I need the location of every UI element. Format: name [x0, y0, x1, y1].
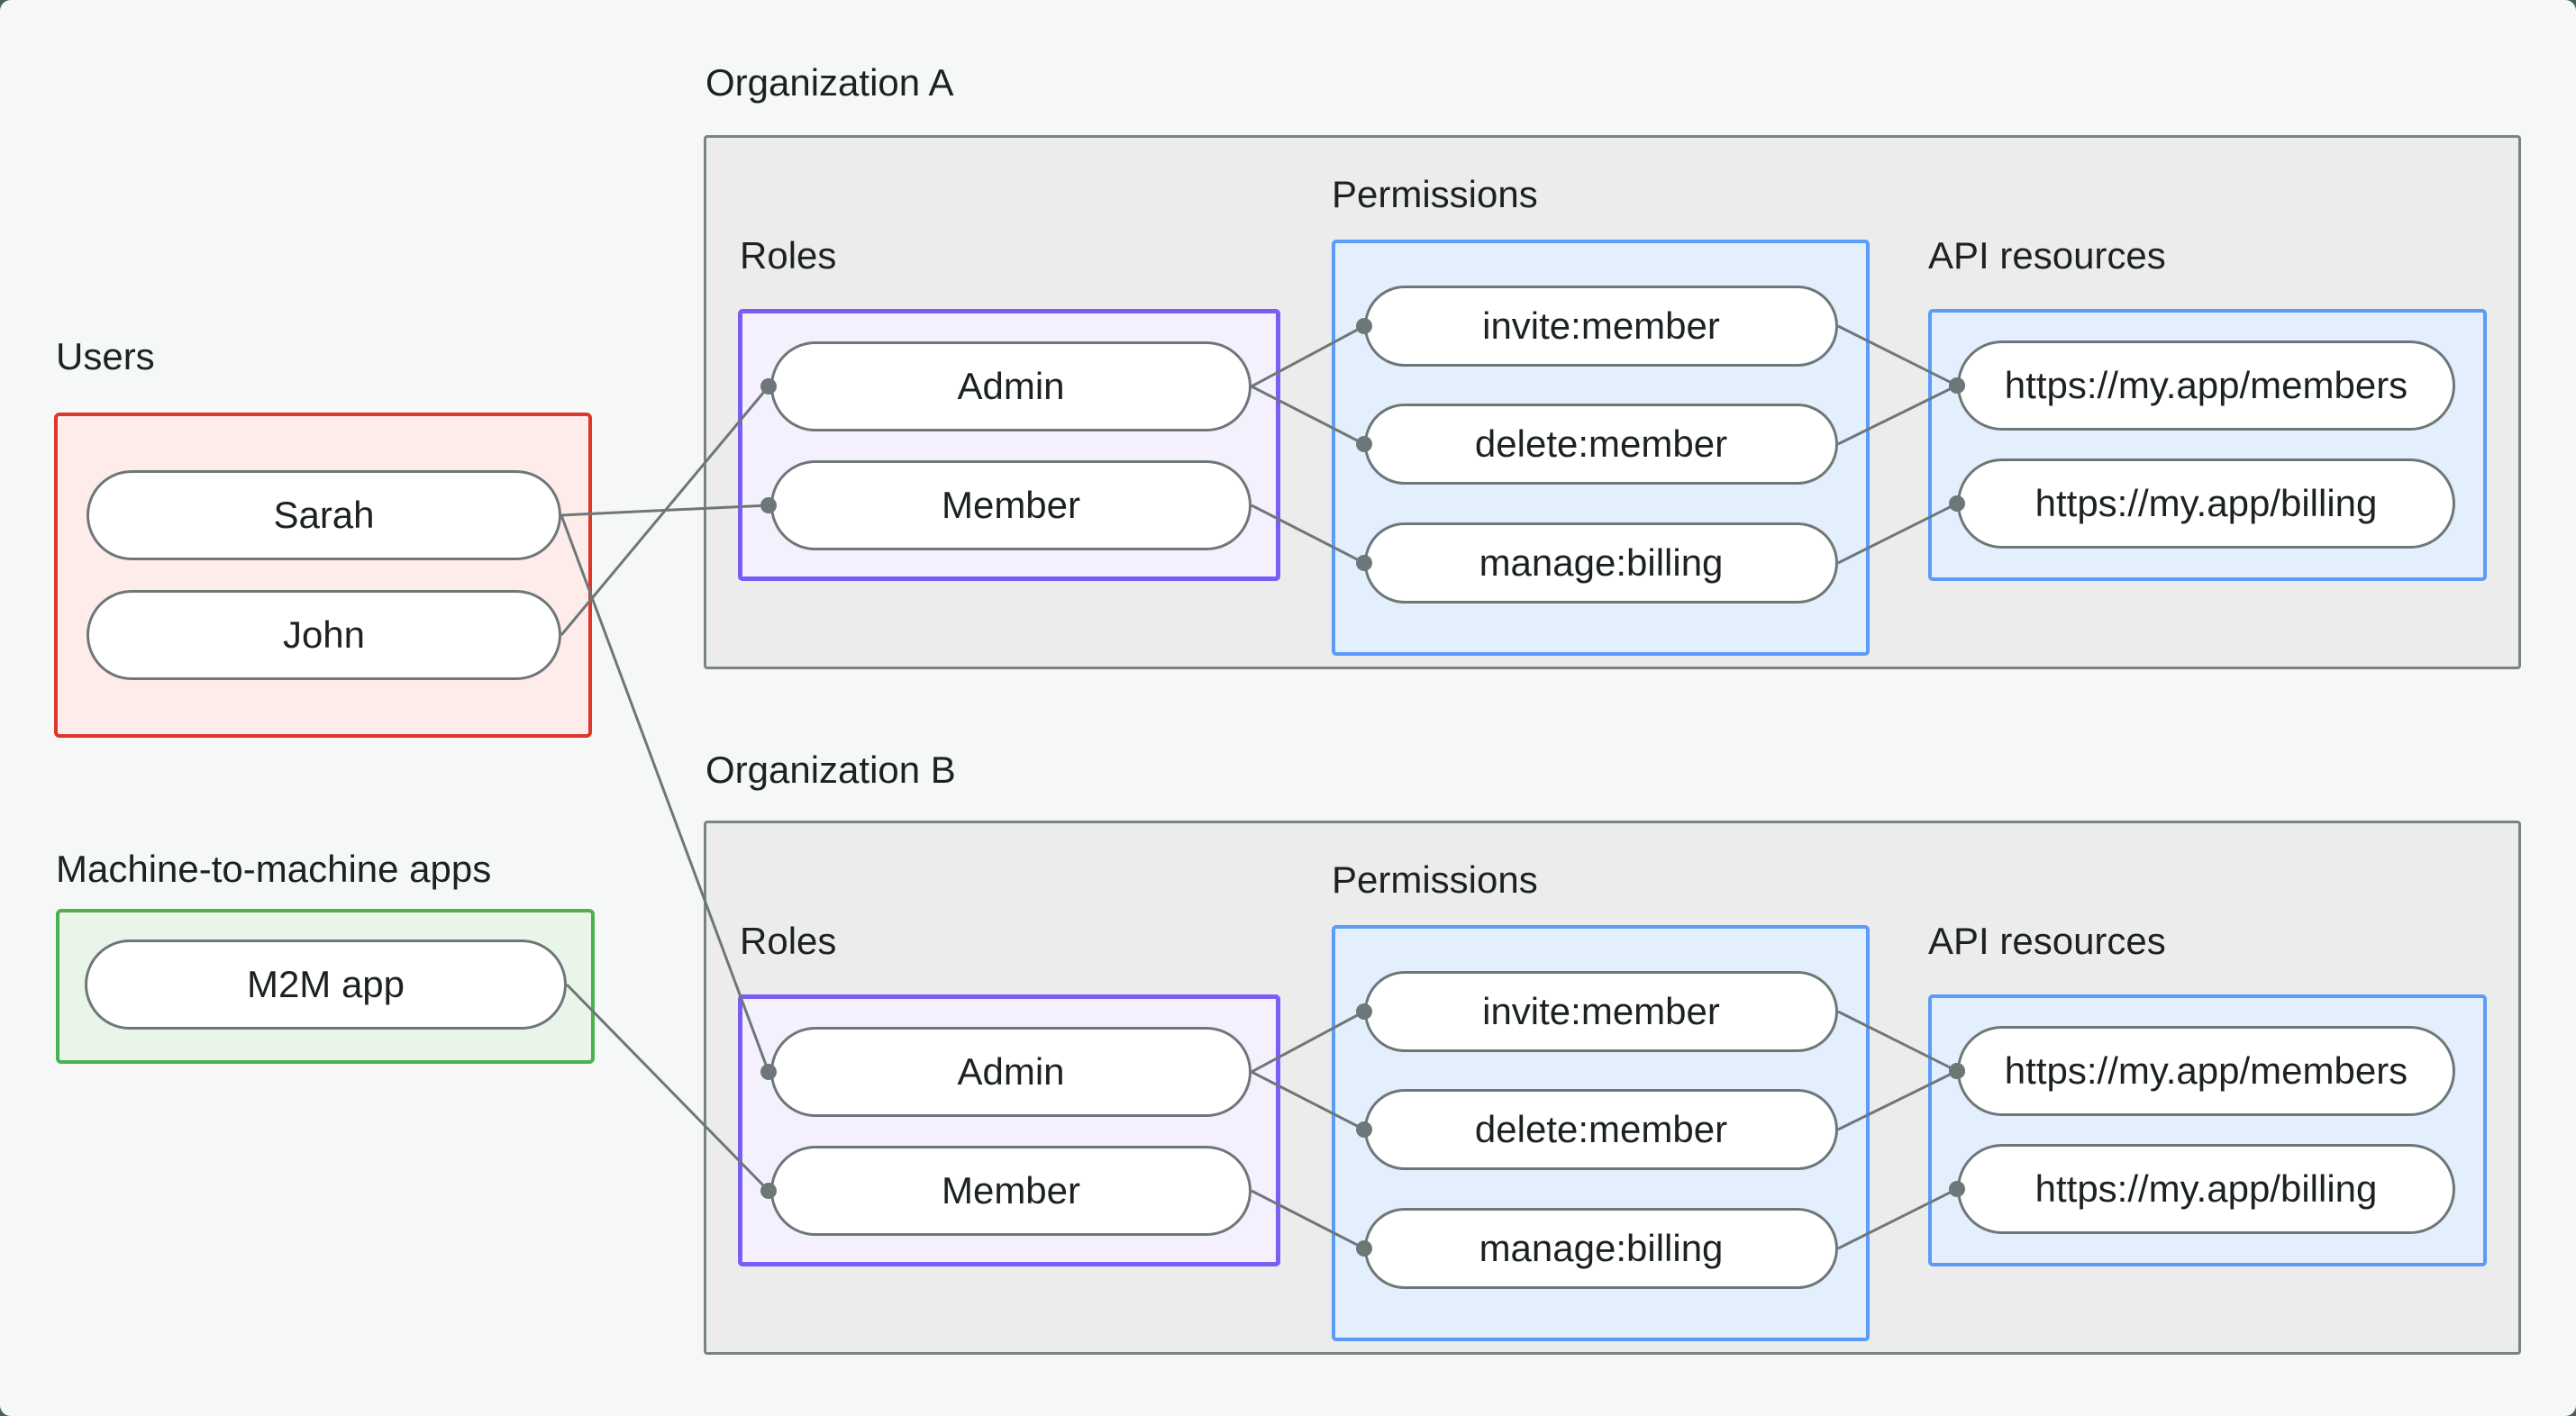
org-a-roles-label: Roles — [740, 234, 837, 277]
node-org-a-perm-manage: manage:billing — [1364, 522, 1838, 604]
org-a-api-label: API resources — [1928, 234, 2166, 277]
node-org-b-api-billing: https://my.app/billing — [1957, 1144, 2455, 1234]
users-group-label: Users — [56, 335, 155, 377]
org-b-label: Organization B — [705, 749, 956, 791]
org-b-api-label: API resources — [1928, 920, 2166, 962]
node-org-a-api-members: https://my.app/members — [1957, 340, 2455, 431]
node-user-sarah: Sarah — [86, 470, 561, 560]
m2m-group-label: Machine-to-machine apps — [56, 848, 492, 890]
org-a-permissions-label: Permissions — [1332, 173, 1538, 215]
node-user-john: John — [86, 590, 561, 680]
node-org-b-api-members: https://my.app/members — [1957, 1026, 2455, 1116]
users-group-box — [54, 413, 592, 738]
org-a-label: Organization A — [705, 61, 954, 104]
org-b-permissions-label: Permissions — [1332, 858, 1538, 901]
node-org-b-role-member: Member — [770, 1146, 1252, 1236]
node-org-a-perm-delete: delete:member — [1364, 404, 1838, 485]
org-b-roles-label: Roles — [740, 920, 837, 962]
node-org-b-perm-invite: invite:member — [1364, 971, 1838, 1052]
node-org-b-perm-manage: manage:billing — [1364, 1208, 1838, 1289]
node-org-b-role-admin: Admin — [770, 1027, 1252, 1117]
node-org-a-api-billing: https://my.app/billing — [1957, 458, 2455, 549]
node-org-b-perm-delete: delete:member — [1364, 1089, 1838, 1170]
node-org-a-perm-invite: invite:member — [1364, 286, 1838, 367]
node-m2m-app: M2M app — [85, 939, 567, 1030]
node-org-a-role-admin: Admin — [770, 341, 1252, 431]
node-org-a-role-member: Member — [770, 460, 1252, 550]
